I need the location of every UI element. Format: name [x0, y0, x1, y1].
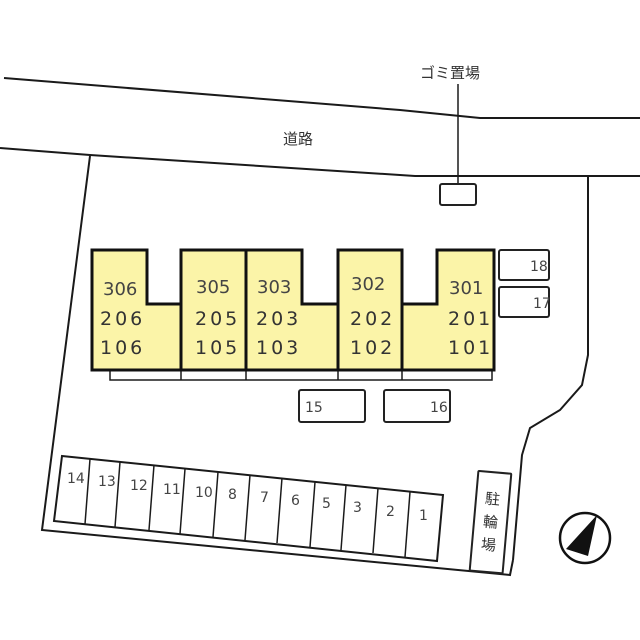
svg-text:場: 場	[480, 535, 497, 554]
road-label: 道路	[283, 130, 313, 148]
svg-text:101: 101	[448, 337, 493, 359]
garbage-label: ゴミ置場	[420, 64, 480, 82]
site-boundary	[40, 155, 589, 577]
svg-text:15: 15	[305, 400, 323, 416]
unit-labels-03: 303 203 103	[256, 277, 301, 359]
svg-text:105: 105	[195, 337, 240, 359]
svg-text:203: 203	[256, 308, 301, 330]
parking-2: 2	[386, 504, 395, 520]
svg-text:201: 201	[448, 308, 493, 330]
svg-text:205: 205	[195, 308, 240, 330]
svg-text:206: 206	[100, 308, 145, 330]
parking-spot-18: 18	[498, 249, 550, 281]
parking-8: 8	[228, 487, 237, 503]
building: 306 206 106 305 205 105 303 203 103 302 …	[90, 248, 496, 381]
parking-12: 12	[130, 478, 148, 494]
parking-spot-15: 15	[298, 389, 366, 423]
svg-text:輪: 輪	[482, 513, 499, 532]
garbage-box	[439, 183, 477, 206]
parking-3: 3	[353, 500, 362, 516]
svg-text:103: 103	[256, 337, 301, 359]
parking-13: 13	[98, 474, 116, 490]
bicycle-parking: 駐 輪 場	[468, 469, 513, 575]
svg-text:305: 305	[196, 277, 230, 298]
parking-7: 7	[260, 490, 269, 506]
svg-text:306: 306	[103, 279, 137, 300]
parking-spot-17: 17	[498, 286, 551, 318]
parking-row: 14 13 12 11 10 8 7 6 5 3 2 1	[52, 454, 445, 563]
svg-text:106: 106	[100, 337, 145, 359]
garbage-area: ゴミ置場	[420, 64, 480, 206]
parking-5: 5	[322, 496, 331, 512]
svg-text:17: 17	[533, 296, 551, 312]
parking-10: 10	[195, 485, 213, 501]
svg-text:301: 301	[449, 278, 483, 299]
unit-labels-06: 306 206 106	[100, 279, 145, 359]
svg-text:駐: 駐	[484, 490, 501, 509]
svg-text:16: 16	[430, 400, 448, 416]
unit-block-01	[400, 248, 496, 372]
parking-14: 14	[67, 471, 85, 487]
parking-11: 11	[163, 482, 181, 498]
north-arrow-icon	[558, 511, 612, 565]
unit-labels-05: 305 205 105	[195, 277, 240, 359]
unit-labels-01: 301 201 101	[448, 278, 493, 359]
svg-text:18: 18	[530, 259, 548, 275]
svg-text:202: 202	[350, 308, 395, 330]
parking-spot-16: 16	[383, 389, 451, 423]
road: 道路	[0, 77, 640, 177]
svg-text:102: 102	[350, 337, 395, 359]
unit-labels-02: 302 202 102	[350, 274, 395, 359]
parking-6: 6	[291, 493, 300, 509]
svg-text:302: 302	[351, 274, 385, 295]
svg-text:303: 303	[257, 277, 291, 298]
parking-1: 1	[419, 508, 428, 524]
